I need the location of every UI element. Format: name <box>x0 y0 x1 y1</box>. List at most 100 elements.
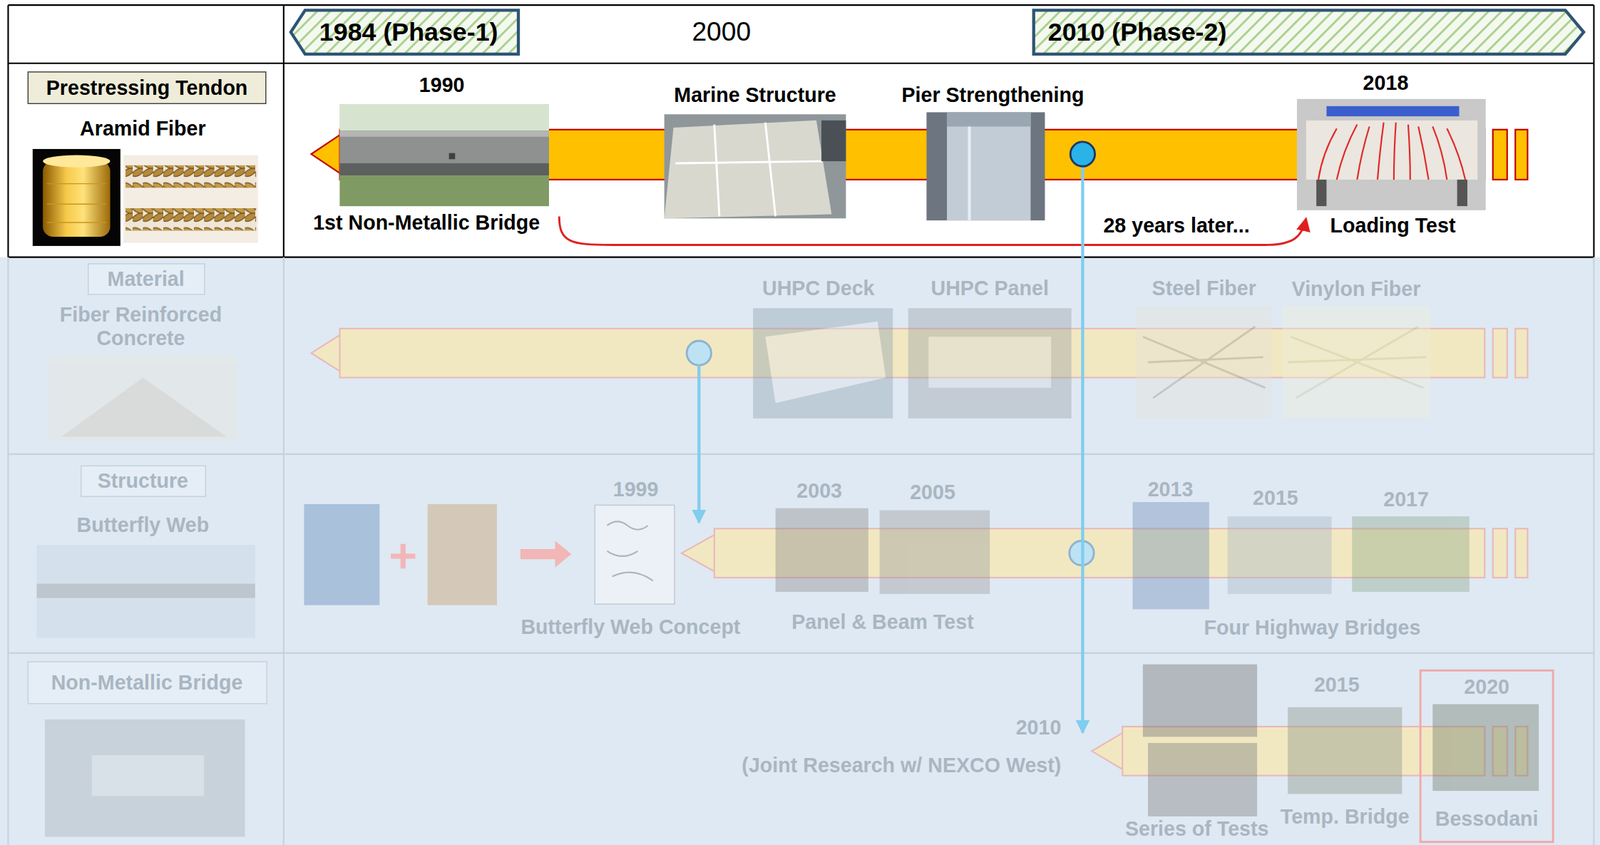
faded-photos <box>61 377 227 438</box>
faded-photos <box>879 510 991 594</box>
faded-photos <box>1135 305 1272 418</box>
table-grid-faded <box>283 257 285 845</box>
loading-test-photo <box>1296 99 1486 211</box>
marine-structure-photo <box>765 122 776 217</box>
pier-photo <box>967 126 971 221</box>
faded-photos <box>37 305 1540 837</box>
faded-photos <box>1287 326 1427 398</box>
node-title: Structure <box>97 469 189 493</box>
timeline-label: 1st Non-Metallic Bridge <box>313 211 540 235</box>
table-grid <box>7 4 9 257</box>
timeline-label: 2015 <box>1252 486 1299 510</box>
aramid-yarn-photo <box>42 155 110 168</box>
timeline-label: Marine Structure <box>673 83 836 107</box>
loading-test-photo <box>1336 124 1358 180</box>
table-grid-faded <box>1592 257 1595 845</box>
faded-plus-and-arrow <box>390 540 572 569</box>
faded-plus-and-arrow <box>390 544 415 569</box>
timeline-label: (Joint Research w/ NEXCO West) <box>741 753 1061 778</box>
node-title: 2010 (Phase-2) <box>1048 17 1228 48</box>
marine-structure-photo <box>664 114 847 219</box>
faded-photos <box>303 504 380 606</box>
bridge-photo <box>449 153 456 160</box>
marine-structure-photo <box>664 120 833 219</box>
milestone-dot <box>1070 141 1095 167</box>
bridge-photo <box>340 104 550 207</box>
timeline-label: Four Highway Bridges <box>1204 616 1422 640</box>
faded-photos <box>1282 305 1432 418</box>
link-arrows <box>697 365 701 522</box>
loading-test-photo <box>1377 122 1384 180</box>
marine-structure-photo <box>821 120 846 162</box>
timeline-label: Temp. Bridge <box>1280 804 1410 828</box>
faded-photos <box>1351 516 1470 592</box>
faded-photos <box>908 308 1072 419</box>
marine-structure-photo <box>664 114 847 219</box>
faded-photos <box>752 308 893 419</box>
timeline-bar <box>1493 129 1508 180</box>
faded-photos <box>1227 516 1332 594</box>
loading-test-photo <box>1306 120 1478 180</box>
faded-photos <box>928 336 1051 388</box>
faded-milestone-dots <box>686 340 1094 566</box>
faded-photos <box>37 544 256 638</box>
faded-milestone-dots <box>686 340 711 366</box>
loading-test-photo <box>1432 126 1447 179</box>
highlight-box: 2020Bessodani <box>1419 669 1555 843</box>
faded-photos <box>37 583 256 599</box>
faded-timeline-bars <box>1091 731 1125 771</box>
timeline-label: Loading Test <box>1329 213 1456 238</box>
faded-timeline-bars <box>310 333 342 373</box>
row-header-box: Material <box>86 263 205 295</box>
bridge-photo <box>340 104 550 207</box>
timeline-label: 28 years later... <box>1103 213 1250 238</box>
faded-photos <box>1142 664 1258 738</box>
row-header-box: Structure <box>79 465 206 497</box>
loading-test-photo <box>1446 128 1466 180</box>
timeline-label: Vinylon Fiber <box>1291 277 1422 301</box>
faded-photos <box>1147 742 1258 817</box>
braided-rod-photo <box>125 165 256 188</box>
node-title: Material <box>107 267 185 291</box>
timeline-label: Panel & Beam Test <box>791 609 974 634</box>
pier-photo <box>926 111 1045 221</box>
timeline-label: Fiber Reinforced Concrete <box>33 303 249 351</box>
aramid-yarn-photo <box>47 203 107 205</box>
timeline-label: Aramid Fiber <box>79 116 207 141</box>
faded-photos <box>427 504 497 606</box>
node-title: Prestressing Tendon <box>46 76 249 100</box>
faded-timeline-bars <box>1493 528 1508 578</box>
banner-outline <box>290 9 519 55</box>
loading-test-photo <box>1318 122 1466 180</box>
table-grid <box>1592 4 1595 257</box>
bridge-photo <box>340 130 550 137</box>
loading-test-photo <box>1326 106 1459 117</box>
marine-structure-photo <box>714 124 720 217</box>
faded-timeline-bars <box>681 533 717 572</box>
timeline-label: Steel Fiber <box>1152 275 1257 300</box>
timeline-label: 2013 <box>1147 477 1194 501</box>
faded-photos <box>765 321 886 403</box>
bridge-photo <box>340 175 550 207</box>
marine-structure-photo <box>675 161 823 164</box>
faded-timeline-bars <box>1493 328 1508 378</box>
pier-photo <box>946 111 1031 221</box>
table-grid <box>283 4 285 257</box>
table-grid <box>7 256 1594 259</box>
faded-timeline-bars <box>1515 328 1528 378</box>
milestone-text: Bessodani <box>1421 807 1553 831</box>
aramid-yarn-photo <box>32 149 121 246</box>
table-background <box>0 257 1600 845</box>
timeline-label: 1990 <box>419 72 465 97</box>
timeline-label: 2005 <box>909 479 956 504</box>
banner-outline <box>1033 9 1584 55</box>
table-grid-faded <box>7 257 9 845</box>
faded-photos <box>1432 703 1539 791</box>
aramid-yarn-photo <box>47 221 107 223</box>
table-grid <box>7 4 1594 6</box>
timeline-label: Butterfly Web Concept <box>520 614 741 639</box>
row-header-box: Non-Metallic Bridge <box>27 660 267 704</box>
timeline-label: UHPC Deck <box>762 275 875 300</box>
